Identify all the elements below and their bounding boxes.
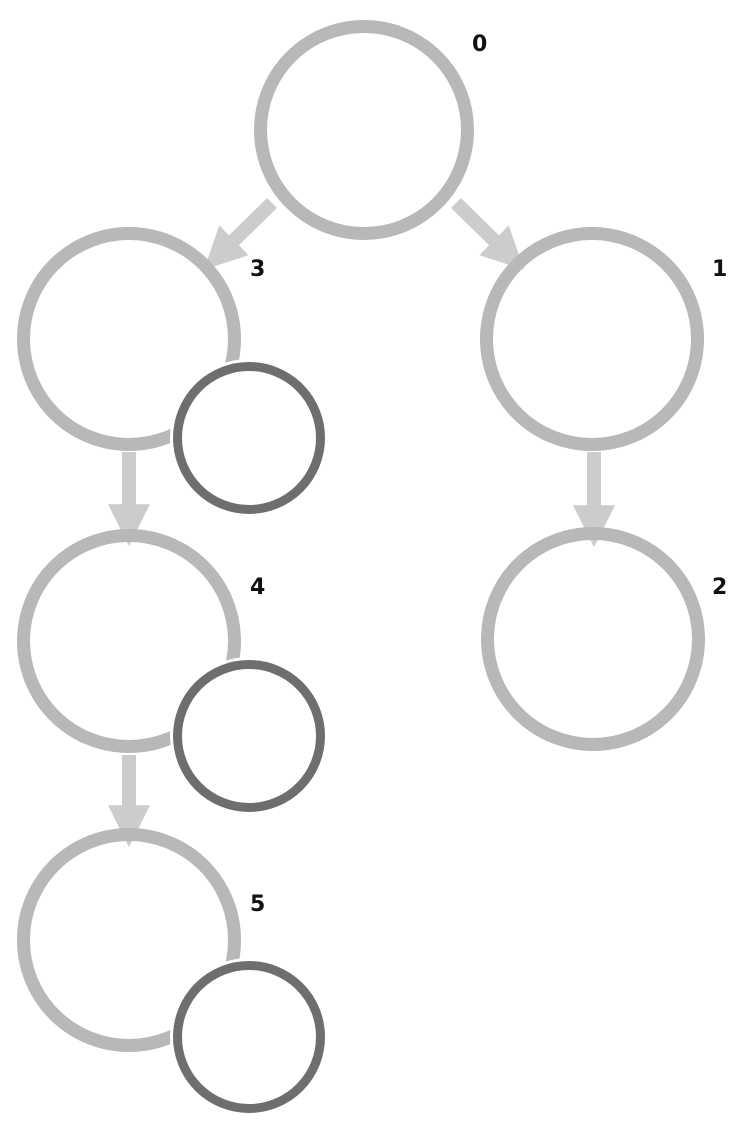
arrow-n0-to-n3 (222, 203, 272, 252)
node-label-4: 4 (250, 575, 265, 600)
inset-halo (170, 657, 328, 815)
node-label-5: 5 (250, 892, 265, 917)
node-2 (481, 527, 705, 751)
node-1 (480, 227, 704, 451)
inset-halo (170, 359, 328, 517)
node-label-1: 1 (712, 257, 727, 282)
node-0-ring (261, 27, 468, 234)
node-2-ring (488, 534, 699, 745)
node-label-0: 0 (472, 32, 487, 57)
node-1-ring (487, 234, 698, 445)
inset-halo (170, 958, 328, 1116)
node-label-3: 3 (250, 257, 265, 282)
arrow-n0-to-n1 (456, 203, 506, 252)
node-0 (254, 20, 474, 240)
node-label-2: 2 (712, 575, 727, 600)
